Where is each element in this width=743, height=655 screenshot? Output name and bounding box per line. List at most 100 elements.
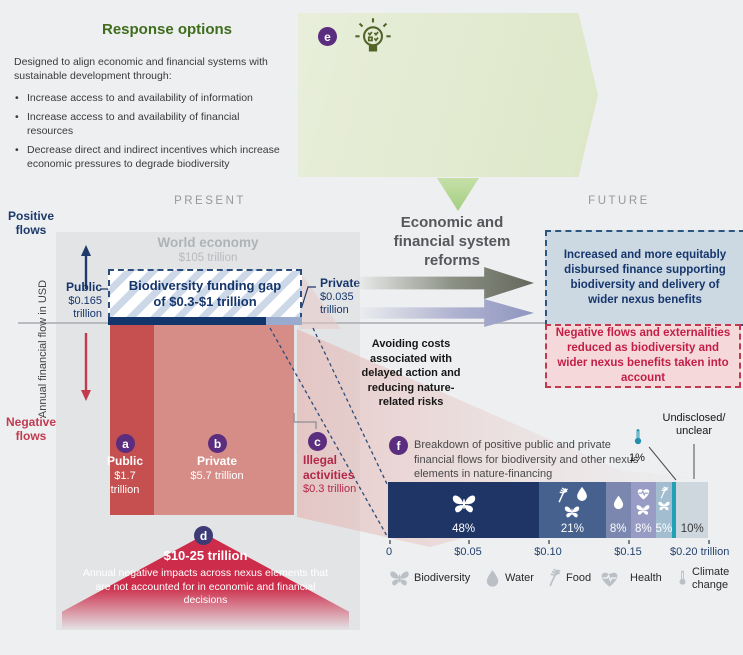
bar-public-negative [110, 325, 154, 515]
response-options-title: Response options [102, 21, 233, 38]
reforms-title: Economic and financial system reforms [393, 214, 511, 269]
bar-c-name-2: activities [303, 468, 355, 483]
legend-biodiversity: Biodiversity [414, 572, 471, 584]
future-positive-box: Increased and more equitably disbursed f… [545, 230, 743, 326]
future-negative-box: Negative flows and externalities reduced… [545, 324, 741, 388]
world-economy-value: $105 trillion [178, 252, 238, 264]
green-down-arrow [437, 178, 479, 211]
public-flow-name: Public [65, 280, 102, 294]
segment-undisclosed: 10% [676, 482, 708, 538]
legend-water: Water [505, 572, 534, 584]
world-economy-title: World economy $105 trillion [118, 235, 298, 264]
bar-b-name: Private [196, 454, 238, 468]
segment-pct: 8% [609, 523, 627, 535]
axis-label-015: $0.15 [614, 546, 642, 558]
future-header: FUTURE [588, 195, 650, 207]
butterfly-icon [450, 490, 478, 518]
bar-c-label: Illegal activities $0.3 trillion [303, 453, 383, 497]
y-axis-label: Annual financial flow in USD [37, 279, 49, 419]
butterfly-icon [635, 502, 651, 518]
segment-food-water-biodiversity: 21% [539, 482, 606, 538]
wheat-icon [657, 486, 670, 499]
badge-c: c [308, 432, 327, 451]
private-flow-value: $0.035 [320, 290, 354, 303]
badge-e: e [318, 27, 337, 46]
health-heart-icon [635, 485, 652, 502]
climate-one-percent: 1% [629, 452, 645, 464]
bar-a-value: $1.7 [114, 469, 136, 482]
wheat-icon [554, 487, 570, 503]
reform-arrow-gray [356, 267, 534, 299]
axis-tick [708, 540, 710, 544]
funding-bar-private [266, 317, 302, 325]
world-economy-label: World economy [157, 235, 259, 250]
public-flow-unit: trillion [73, 307, 102, 320]
segment-pct: 48% [452, 523, 476, 535]
public-flow-value: $0.165 [68, 294, 102, 307]
response-options-intro: Designed to align economic and financial… [14, 56, 268, 82]
breakdown-stacked-bar: 48% 21% 8% 8% 5% 10% [388, 482, 708, 538]
segment-water: 8% [605, 482, 631, 538]
avoiding-costs-note: Avoiding costs associated with delayed a… [361, 338, 461, 409]
bar-a-name: Public [106, 454, 143, 468]
funding-bar-public [108, 317, 266, 325]
thermometer-icon [629, 423, 647, 450]
zero-axis-line [18, 322, 743, 324]
axis-tick [389, 540, 391, 544]
pentagon-description: Annual negative impacts across nexus ele… [82, 567, 329, 607]
butterfly-icon [563, 503, 581, 521]
funding-gap-box: Biodiversity funding gap of $0.3-$1 tril… [108, 269, 302, 319]
response-options-box [298, 13, 598, 177]
legend-health: Health [630, 572, 662, 584]
water-drop-icon [610, 494, 627, 511]
segment-climate [671, 482, 677, 538]
public-flow-label: Public $0.165 trillion [44, 280, 102, 321]
breakdown-caption: Breakdown of positive public and private… [414, 439, 639, 481]
bar-a-label: Public $1.7 trillion [96, 454, 154, 497]
segment-pct: 8% [635, 523, 652, 535]
axis-label-0: 0 [385, 546, 393, 558]
health-heart-icon [598, 567, 621, 590]
wheat-icon [544, 568, 563, 587]
negative-flows-label: Negative flows [5, 415, 57, 443]
axis-tick [548, 540, 550, 544]
present-header: PRESENT [174, 195, 246, 207]
legend-climate-change: Climate change [692, 566, 730, 591]
lightbulb-icon [352, 15, 394, 59]
bar-a-unit: trillion [110, 483, 140, 496]
bar-c-value: $0.3 trillion [303, 483, 357, 496]
segment-pct: 5% [655, 523, 672, 535]
segment-health-biodiversity: 8% [630, 482, 656, 538]
axis-label-020-trillion: $0.20 trillion [670, 546, 730, 558]
butterfly-icon [657, 499, 671, 513]
segment-pct: 10% [680, 523, 704, 535]
segment-biodiversity: 48% [388, 482, 540, 538]
positive-flows-label: Positive flows [7, 209, 55, 237]
bar-b-value: $5.7 trillion [190, 469, 244, 482]
axis-tick [628, 540, 630, 544]
undisclosed-label: Undisclosed/ unclear [662, 412, 726, 438]
thermometer-callout-line [648, 446, 677, 481]
badge-b: b [208, 434, 227, 453]
bar-private-negative [154, 325, 294, 515]
water-drop-icon [482, 568, 503, 589]
axis-label-005: $0.05 [454, 546, 482, 558]
response-options-bullets: Increase access to and availability of i… [14, 92, 286, 177]
bullet-3: Decrease direct and indirect incentives … [14, 144, 286, 171]
badge-d: d [194, 526, 213, 545]
badge-a: a [116, 434, 135, 453]
axis-tick [468, 540, 470, 544]
segment-pct: 21% [560, 523, 584, 535]
private-flow-unit: trillion [320, 303, 349, 316]
bar-c-name-1: Illegal [303, 453, 338, 467]
bullet-2: Increase access to and availability of f… [14, 111, 286, 138]
private-flow-label: Private $0.035 trillion [320, 276, 376, 317]
bullet-1: Increase access to and availability of i… [14, 92, 286, 106]
bar-b-label: Private $5.7 trillion [172, 454, 262, 484]
badge-f: f [389, 436, 408, 455]
legend-food: Food [566, 572, 592, 584]
segment-food-biodiversity: 5% [655, 482, 672, 538]
water-drop-icon [573, 485, 591, 503]
thermometer-icon [674, 564, 691, 591]
